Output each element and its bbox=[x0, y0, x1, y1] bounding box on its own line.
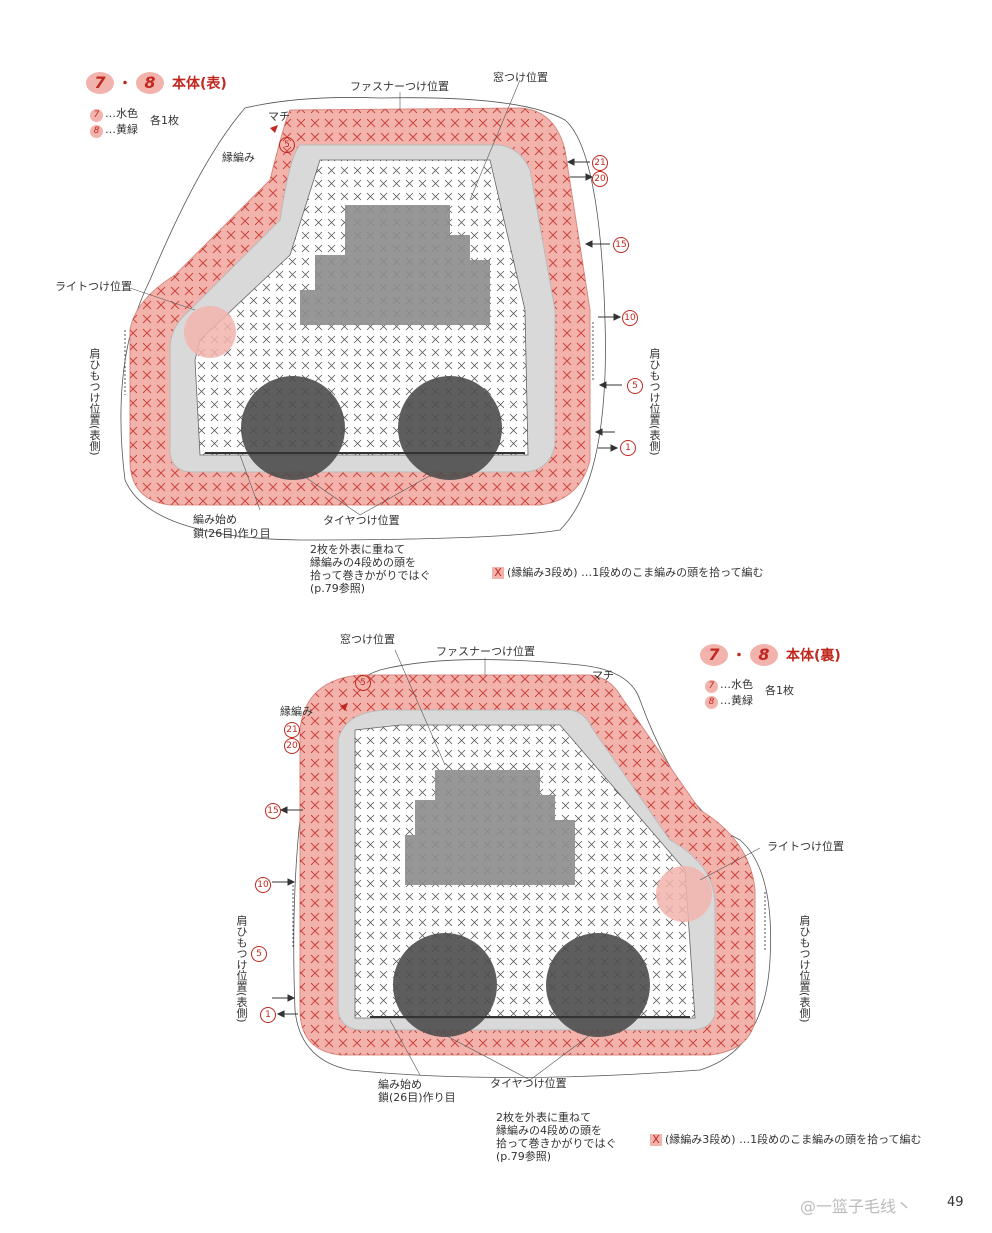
bottom-start-marker bbox=[340, 703, 348, 711]
bottom-title-num-a: 7 bbox=[700, 644, 728, 666]
top-label-fastener: ファスナーつけ位置 bbox=[350, 80, 449, 93]
bottom-note-4: (p.79参照) bbox=[496, 1150, 552, 1163]
bottom-tire-left bbox=[393, 933, 497, 1037]
bottom-note-1: 2枚を外表に重ねて bbox=[496, 1111, 591, 1124]
top-label-start-2: 鎖(26目)作り目 bbox=[193, 527, 271, 540]
top-title: 7 ・ 8 本体(表) bbox=[86, 72, 227, 94]
top-row-5: 5 bbox=[627, 378, 643, 394]
top-start-marker bbox=[270, 125, 278, 133]
bottom-title-num-b: 8 bbox=[750, 644, 778, 666]
top-title-num-b: 8 bbox=[136, 72, 164, 94]
top-note-4: (p.79参照) bbox=[310, 582, 366, 595]
bottom-legend-text: (縁編み3段め) …1段めのこま編みの頭を拾って編む bbox=[665, 1133, 922, 1146]
bottom-label-light: ライトつけ位置 bbox=[767, 840, 844, 853]
top-row-10: 10 bbox=[622, 310, 638, 326]
bottom-note-3: 拾って巻きかがりではぐ bbox=[496, 1137, 617, 1150]
bottom-row-1: 1 bbox=[260, 1007, 276, 1023]
top-title-sep: ・ bbox=[118, 76, 132, 92]
bottom-row-arrows bbox=[272, 806, 303, 1018]
top-edge-row: 5 bbox=[279, 137, 295, 153]
bottom-label-start-2: 鎖(26目)作り目 bbox=[378, 1091, 456, 1104]
bottom-title-text: 本体(裏) bbox=[786, 648, 841, 664]
top-title-num-a: 7 bbox=[86, 72, 114, 94]
bottom-outer-outline bbox=[293, 659, 771, 1078]
top-label-edge: 縁編み bbox=[222, 151, 255, 164]
bottom-color-b: 8…黄緑 bbox=[705, 694, 753, 709]
top-note-1: 2枚を外表に重ねて bbox=[310, 543, 405, 556]
bottom-label-gusset: マチ bbox=[592, 669, 614, 682]
top-row-1: 1 bbox=[620, 440, 636, 456]
top-label-strap-right: 肩ひもつけ位置(表側) bbox=[648, 348, 661, 456]
bottom-row-10: 10 bbox=[255, 877, 271, 893]
top-tire-right bbox=[398, 376, 502, 480]
top-row-arrows bbox=[566, 158, 622, 452]
top-color-b: 8…黄緑 bbox=[90, 123, 138, 138]
bottom-color-a: 7…水色 bbox=[705, 678, 753, 693]
top-tire-left bbox=[241, 376, 345, 480]
bottom-label-start-1: 編み始め bbox=[378, 1078, 422, 1091]
top-label-strap-left: 肩ひもつけ位置(表側) bbox=[88, 348, 101, 456]
top-label-tire: タイヤつけ位置 bbox=[323, 514, 400, 527]
page-number: 49 bbox=[947, 1195, 964, 1210]
bottom-count: 各1枚 bbox=[765, 684, 794, 697]
watermark: @一篮子毛线丶 bbox=[800, 1197, 913, 1216]
top-label-window: 窓つけ位置 bbox=[493, 71, 548, 84]
bottom-note-2: 縁編みの4段めの頭を bbox=[496, 1124, 602, 1137]
bottom-tire-right bbox=[546, 933, 650, 1037]
bottom-legend: X(縁編み3段め) …1段めのこま編みの頭を拾って編む bbox=[650, 1133, 922, 1146]
top-row-21: 21 bbox=[592, 155, 608, 171]
top-note-3: 拾って巻きかがりではぐ bbox=[310, 569, 431, 582]
top-legend-text: (縁編み3段め) …1段めのこま編みの頭を拾って編む bbox=[507, 566, 764, 579]
top-chart-svg bbox=[120, 79, 622, 541]
top-label-gusset: マチ bbox=[268, 110, 290, 123]
top-label-start-1: 編み始め bbox=[193, 513, 237, 526]
top-note-2: 縁編みの4段めの頭を bbox=[310, 556, 416, 569]
top-color-a: 7…水色 bbox=[90, 107, 138, 122]
bottom-row-15: 15 bbox=[265, 803, 281, 819]
bottom-row-20: 20 bbox=[284, 738, 300, 754]
top-legend: X(縁編み3段め) …1段めのこま編みの頭を拾って編む bbox=[492, 566, 764, 579]
top-legend-mark: X bbox=[492, 567, 504, 579]
top-title-text: 本体(表) bbox=[172, 76, 227, 92]
bottom-title: 7 ・ 8 本体(裏) bbox=[700, 644, 841, 666]
bottom-label-tire: タイヤつけ位置 bbox=[490, 1077, 567, 1090]
bottom-chart-svg bbox=[272, 649, 771, 1081]
top-row-20: 20 bbox=[592, 171, 608, 187]
bottom-window bbox=[405, 770, 575, 885]
bottom-legend-mark: X bbox=[650, 1134, 662, 1146]
bottom-row-21: 21 bbox=[284, 722, 300, 738]
bottom-row-5: 5 bbox=[251, 946, 267, 962]
bottom-edge-row: 5 bbox=[355, 675, 371, 691]
bottom-label-fastener: ファスナーつけ位置 bbox=[436, 645, 535, 658]
top-count: 各1枚 bbox=[150, 114, 179, 127]
top-row-15: 15 bbox=[613, 237, 629, 253]
bottom-label-strap-right: 肩ひもつけ位置(表側) bbox=[798, 915, 811, 1023]
bottom-label-window: 窓つけ位置 bbox=[340, 633, 395, 646]
top-light bbox=[184, 306, 236, 358]
bottom-light bbox=[656, 866, 712, 922]
top-window bbox=[300, 205, 490, 325]
bottom-label-strap-left: 肩ひもつけ位置(表側) bbox=[235, 915, 248, 1023]
bottom-label-edge: 縁編み bbox=[280, 705, 313, 718]
bottom-title-sep: ・ bbox=[732, 648, 746, 664]
top-label-light: ライトつけ位置 bbox=[55, 280, 132, 293]
